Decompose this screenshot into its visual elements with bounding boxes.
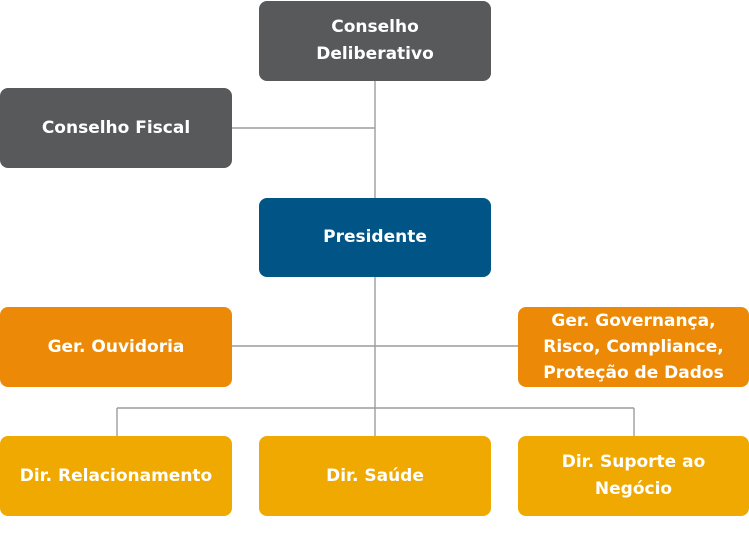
dir-relacionamento-box: Dir. Relacionamento xyxy=(0,436,232,516)
ger-ouvidoria-box: Ger. Ouvidoria xyxy=(0,307,232,387)
ger-governanca-label-line3: Proteção de Dados xyxy=(543,363,724,383)
dir-saude-label: Dir. Saúde xyxy=(326,465,424,486)
ger-ouvidoria-label: Ger. Ouvidoria xyxy=(47,336,185,357)
ger-governanca-label-line1: Ger. Governança, xyxy=(551,311,716,331)
dir-suporte-label-line1: Dir. Suporte ao xyxy=(561,452,706,472)
dir-suporte-box: Dir. Suporte ao Negócio xyxy=(518,436,749,516)
conselho-fiscal-label: Conselho Fiscal xyxy=(41,117,191,138)
conselho-deliberativo-label-line2: Deliberativo xyxy=(316,44,434,64)
dir-saude-box: Dir. Saúde xyxy=(259,436,491,516)
presidente-label: Presidente xyxy=(323,227,427,247)
dir-suporte-label-line2: Negócio xyxy=(594,479,673,499)
conselho-deliberativo-label-line1: Conselho xyxy=(331,17,419,37)
dir-relacionamento-label: Dir. Relacionamento xyxy=(19,465,213,486)
conselho-deliberativo-box: Conselho Deliberativo xyxy=(259,1,491,81)
ger-governanca-label-line2: Risco, Compliance, xyxy=(543,337,724,357)
conselho-fiscal-box: Conselho Fiscal xyxy=(0,88,232,168)
ger-governanca-box: Ger. Governança, Risco, Compliance, Prot… xyxy=(518,307,749,387)
presidente-box: Presidente xyxy=(259,198,491,277)
